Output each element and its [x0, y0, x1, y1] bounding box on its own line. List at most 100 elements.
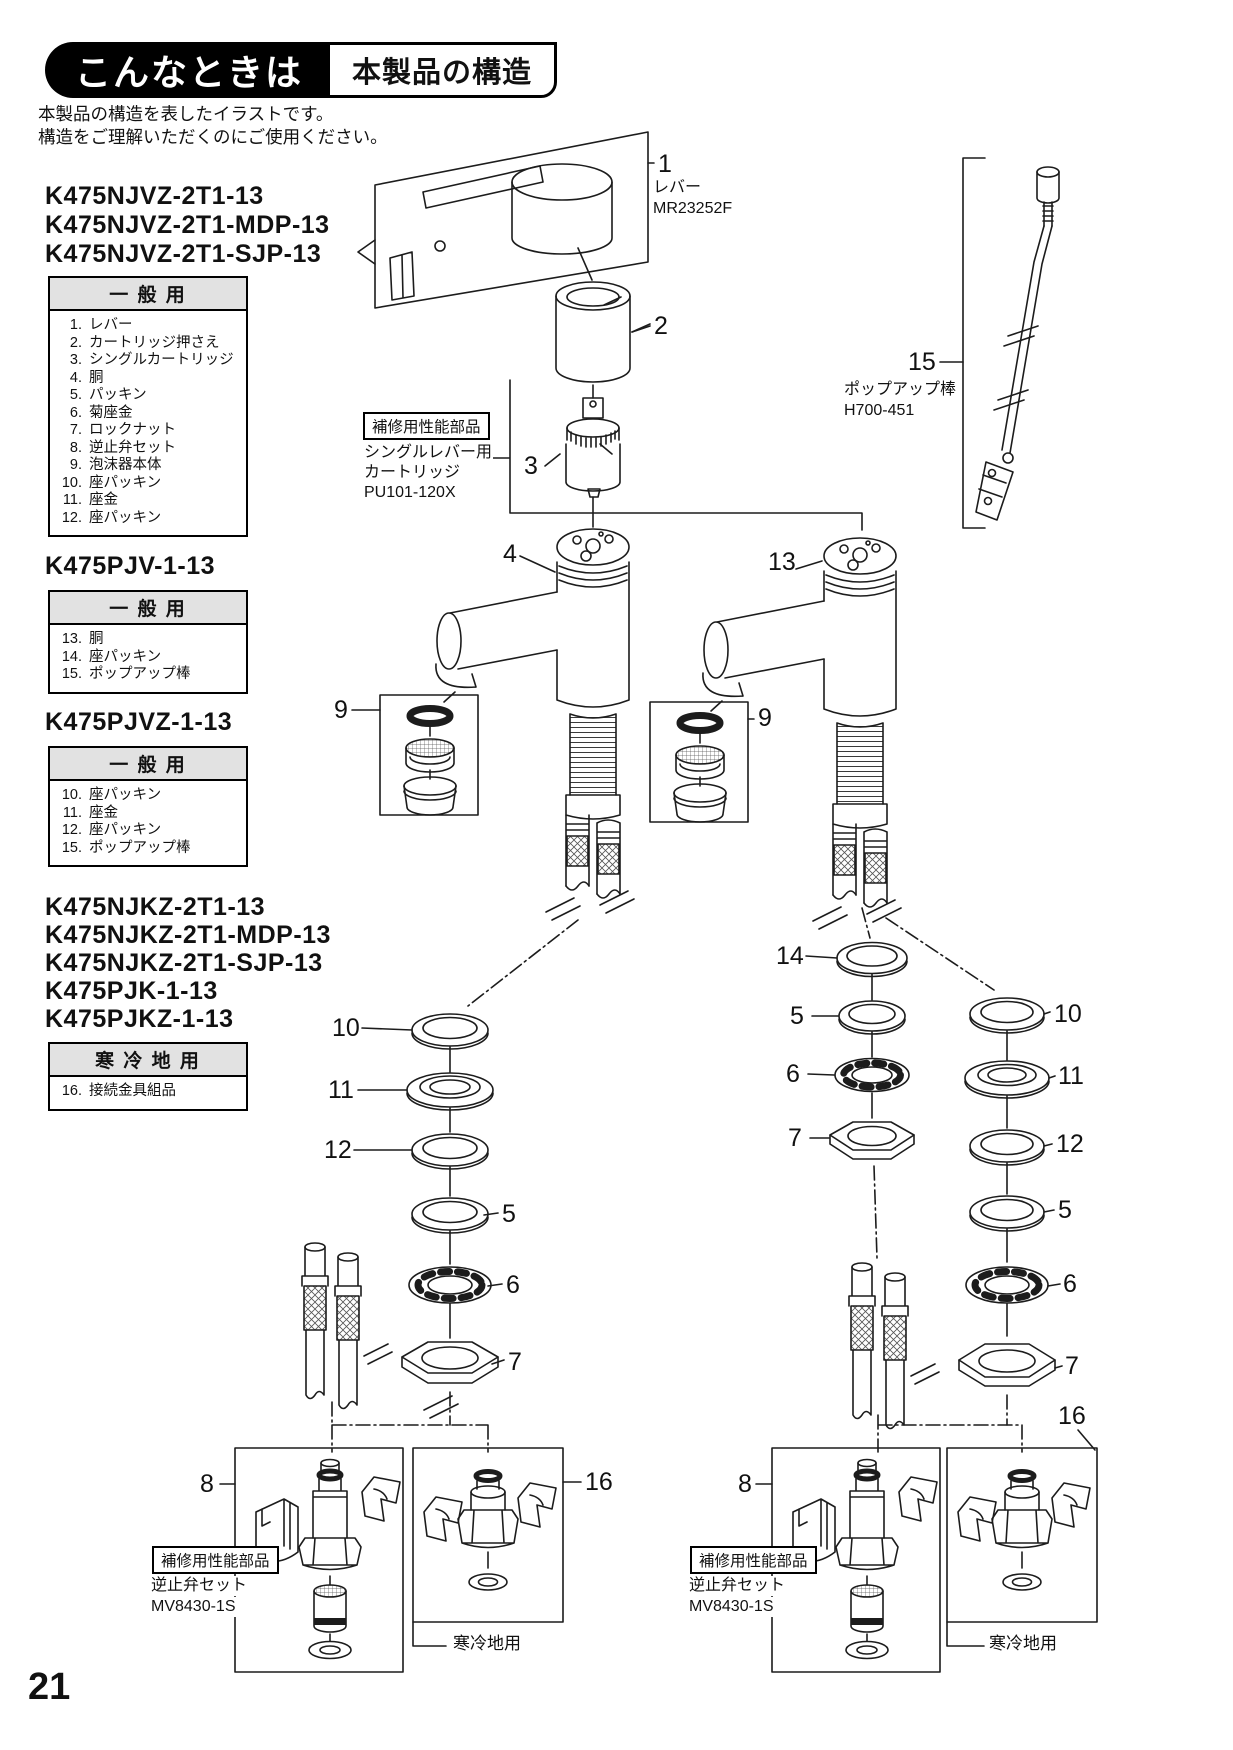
page-number: 21: [28, 1666, 71, 1708]
callout-2-holder: 2: [654, 312, 668, 340]
callout-leaders: [519, 325, 823, 573]
model-number: K475NJVZ-2T1-MDP-13: [45, 211, 330, 239]
callout-6-left: 6: [506, 1271, 520, 1299]
repair-parts-badge: 補修用性能部品: [363, 412, 490, 440]
table-row: 7.ロックナット: [69, 422, 176, 438]
table-row: 3.シングルカートリッジ: [69, 352, 234, 368]
break-marks: [545, 890, 902, 930]
table-row: 9.泡沫器本体: [69, 457, 162, 473]
model-number: K475PJV-1-13: [45, 552, 216, 580]
table-row: 15.ポップアップ棒: [61, 666, 191, 682]
parts-table-3: 一 般 用 10.座パッキン 11.座金 12.座パッキン 15.ポップアップ棒: [48, 746, 248, 867]
callout-11-right: 11: [1058, 1062, 1084, 1090]
check-valve-box-drawing: [234, 1447, 404, 1673]
hose-pair-drawing: [301, 1242, 393, 1410]
lever-drawing: [357, 131, 655, 309]
cold-region-caption-right: 寒冷地用: [988, 1634, 1058, 1654]
model-number: K475NJKZ-2T1-SJP-13: [45, 949, 323, 977]
callout-9-aerator-left: 9: [334, 696, 348, 724]
callout-5-right: 5: [1058, 1196, 1072, 1224]
cartridge-holder-drawing: [555, 281, 651, 399]
section-tab: こんなときは: [45, 42, 328, 98]
table-row: 13.胴: [61, 631, 104, 647]
aerator-leaders: [351, 709, 755, 720]
washer-stack-middle: [805, 907, 995, 1259]
callout-5-mid: 5: [790, 1002, 804, 1030]
callout-15-popup: 15: [908, 348, 936, 376]
callout-9-aerator-right: 9: [758, 704, 772, 732]
faucet-body-drawing: [435, 528, 630, 899]
callout-16-left: 16: [585, 1468, 613, 1496]
table-header: 一 般 用: [50, 748, 246, 781]
popup-part-code: H700-451: [843, 401, 916, 421]
table-row: 10.座パッキン: [61, 787, 162, 803]
callout-14-mid: 14: [776, 942, 804, 970]
model-number: K475NJVZ-2T1-SJP-13: [45, 240, 322, 268]
callout-10-left: 10: [332, 1014, 360, 1042]
check-valve-code: MV8430-1S: [150, 1597, 237, 1617]
assembly-axis-lines: [331, 1401, 1023, 1453]
model-number: K475PJKZ-1-13: [45, 1005, 234, 1033]
table-row: 4.胴: [69, 369, 104, 386]
callout-12-left: 12: [324, 1136, 352, 1164]
table-header: 一 般 用: [50, 278, 246, 311]
intro-text: 本製品の構造を表したイラストです。 構造をご理解いただくのにご使用ください。: [38, 103, 388, 149]
callout-6-right: 6: [1063, 1270, 1077, 1298]
table-row: 11.座金: [62, 804, 118, 821]
popup-part-name: ポップアップ棒: [843, 380, 958, 400]
cold-fitting-box-drawing: [412, 1447, 564, 1623]
callout-8-right: 8: [738, 1470, 752, 1498]
cartridge-label-line2: カートリッジ: [363, 463, 462, 483]
intro-line-1: 本製品の構造を表したイラストです。: [38, 104, 334, 124]
parts-table-1: 一 般 用 1.レバー 2.カートリッジ押さえ 3.シングルカートリッジ 4.胴…: [48, 276, 248, 537]
cartridge-bracket-line: [486, 379, 863, 531]
model-list-3: K475PJVZ-1-13: [45, 708, 232, 737]
model-list-1: K475NJVZ-2T1-13 K475NJVZ-2T1-MDP-13 K475…: [45, 182, 330, 269]
model-number: K475PJK-1-13: [45, 977, 218, 1005]
table-header: 一 般 用: [50, 592, 246, 625]
callout-7-mid: 7: [788, 1124, 802, 1152]
callout-3-cartridge: 3: [524, 452, 538, 480]
check-valve-name: 逆止弁セット: [150, 1576, 249, 1596]
cartridge-part-code: PU101-120X: [363, 483, 457, 503]
check-valve-name: 逆止弁セット: [688, 1576, 787, 1596]
model-number: K475NJKZ-2T1-13: [45, 893, 266, 921]
table-row: 8.逆止弁セット: [69, 439, 176, 456]
repair-parts-badge: 補修用性能部品: [152, 1546, 279, 1574]
callout-5-left: 5: [502, 1200, 516, 1228]
parts-table-2: 一 般 用 13.胴 14.座パッキン 15.ポップアップ棒: [48, 590, 248, 694]
popup-rod-drawing: [939, 157, 1060, 529]
aerator-box-drawing: [379, 694, 479, 816]
lever-part-code: MR23252F: [652, 199, 734, 219]
lever-part-name: レバー: [652, 178, 703, 198]
callout-11-left: 11: [328, 1076, 354, 1104]
table-row: 5.パッキン: [69, 387, 147, 403]
page-header: こんなときは 本製品の構造: [45, 42, 558, 98]
cartridge-label-line1: シングルレバー用: [363, 443, 494, 463]
callout-1-lever: 1: [658, 150, 672, 178]
callout-12-right: 12: [1056, 1130, 1084, 1158]
callout-4-body: 4: [503, 540, 517, 568]
table-row: 1.レバー: [69, 317, 133, 333]
cartridge-drawing: [544, 397, 621, 528]
table-row: 12.座パッキン: [61, 509, 162, 526]
parts-table-4: 寒 冷 地 用 16.接続金具組品: [48, 1042, 248, 1111]
table-row: 16.接続金具組品: [61, 1083, 176, 1099]
callout-13-body: 13: [768, 548, 796, 576]
model-number: K475NJVZ-2T1-13: [45, 182, 264, 210]
callout-6-mid: 6: [786, 1060, 800, 1088]
table-row: 15.ポップアップ棒: [61, 839, 191, 856]
model-list-4: K475NJKZ-2T1-13 K475NJKZ-2T1-MDP-13 K475…: [45, 893, 331, 1033]
bottom-leaders: [219, 1429, 1096, 1647]
table-row: 2.カートリッジ押さえ: [69, 334, 220, 351]
callout-7-left: 7: [508, 1348, 522, 1376]
washer-stack-right: [958, 997, 1063, 1426]
table-row: 12.座パッキン: [61, 822, 162, 838]
page-title: 本製品の構造: [327, 42, 558, 98]
washer-stack-left: [353, 919, 579, 1426]
model-number: K475NJKZ-2T1-MDP-13: [45, 921, 331, 949]
table-row: 6.菊座金: [69, 404, 133, 421]
model-list-2: K475PJV-1-13: [45, 552, 215, 581]
